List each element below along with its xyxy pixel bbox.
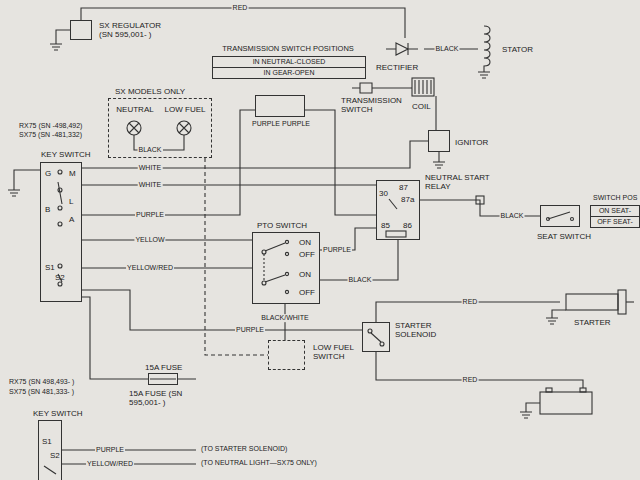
wire-color-label: BLACK/WHITE (260, 314, 309, 322)
table-cell: IN GEAR-OPEN (213, 67, 365, 78)
terminal-label: 86 (403, 221, 412, 230)
key-switch: KEY SWITCHGMBLAS1S2 (40, 162, 82, 302)
wire (305, 110, 376, 215)
terminal-label: S2 (50, 451, 60, 460)
wire-color-label: BLACK (138, 146, 163, 154)
transmission-switch: TRANSMISSION SWITCH (255, 95, 305, 117)
table-cell: ON SEAT- (591, 206, 639, 216)
terminal-label: 85 (381, 221, 390, 230)
component-name: TRANSMISSION SWITCH (341, 96, 405, 114)
stator-coil: STATOR (470, 25, 498, 75)
note-text: RX75 (SN 498,493- ) (8, 378, 75, 386)
wire-color-label: PURPLE (322, 246, 352, 254)
component-name: SX REGULATOR (SN 595,001- ) (99, 21, 173, 39)
component-name: STARTER (574, 318, 611, 327)
component-name: NEUTRAL (113, 105, 157, 114)
note-text: (TO STARTER SOLENOID) (200, 445, 288, 453)
position-table: SWITCH POSON SEAT-OFF SEAT- (590, 205, 640, 228)
terminal-label: S2 (55, 273, 65, 282)
note-text: SX75 (SN 481,333- ) (8, 388, 75, 396)
wire-color-label: RED (462, 298, 479, 306)
terminal-label: S1 (42, 437, 52, 446)
component-name: RECTIFIER (376, 63, 418, 72)
terminal-label: 87a (401, 195, 414, 204)
note-text: RX75 (SN -498,492) (18, 122, 83, 130)
wire-color-label: PURPLE (135, 211, 165, 219)
component-name: LOW FUEL SWITCH (313, 343, 357, 361)
wire-color-label: PURPLE (281, 120, 311, 128)
wire-color-label: BLACK (500, 212, 525, 220)
wire-color-label: RED (462, 376, 479, 384)
terminal-label: ON (299, 238, 311, 247)
wire (320, 240, 398, 280)
ignitor-module: IGNITOR (428, 130, 450, 152)
component-name: LOW FUEL (163, 105, 207, 114)
component-name: NEUTRAL START RELAY (425, 173, 497, 191)
wire-color-label: WHITE (138, 164, 163, 172)
wire (82, 239, 252, 240)
component-name: KEY SWITCH (41, 150, 91, 159)
terminal-label: M (69, 169, 76, 178)
terminal-label: S1 (45, 263, 55, 272)
wire-color-label: BLACK (435, 45, 460, 53)
note-text: SX75 (SN -481,332) (18, 131, 83, 139)
neutral-lamp: NEUTRAL (113, 105, 157, 145)
wire (284, 304, 285, 340)
terminal-label: 30 (379, 189, 388, 198)
terminal-label: 15A FUSE (SN 595,001- ) (129, 389, 201, 407)
wire (82, 141, 428, 168)
pto-switch: PTO SWITCHONOFFONOFF (252, 232, 320, 304)
component-name: 15A FUSE (145, 363, 182, 372)
terminal-label: 87 (399, 183, 408, 192)
rectifier-symbol: RECTIFIER (380, 38, 424, 60)
starter-solenoid: STARTER SOLENOID (362, 322, 390, 352)
terminal-label: G (45, 169, 51, 178)
seat-switch: SEAT SWITCH (540, 205, 580, 227)
component-name: SX MODELS ONLY (115, 87, 185, 96)
wire (82, 184, 376, 185)
key-switch: KEY SWITCHS1S2 (38, 420, 62, 480)
component-name: PTO SWITCH (257, 221, 307, 230)
wire-color-label: YELLOW/RED (86, 460, 134, 468)
terminal-label: A (69, 215, 74, 224)
neutral-start-relay: NEUTRAL START RELAY8787a308586 (376, 180, 420, 240)
position-table: TRANSMISSION SWITCH POSITIONSIN NEUTRAL-… (212, 56, 366, 79)
component-name: STARTER SOLENOID (395, 321, 457, 339)
wire-color-label: WHITE (138, 181, 163, 189)
terminal-label: B (45, 205, 50, 214)
component-name: COIL (412, 102, 431, 111)
wire (82, 290, 362, 330)
component-name: SEAT SWITCH (537, 232, 591, 241)
low-fuel-lamp: LOW FUEL (163, 105, 207, 145)
table-cell: OFF SEAT- (591, 216, 639, 227)
terminal-label: L (69, 197, 73, 206)
wire (205, 158, 268, 355)
ignition-coil: COIL (408, 75, 438, 100)
component-name: IGNITOR (455, 138, 488, 147)
component-name: SWITCH POS (593, 194, 637, 202)
terminal-label: OFF (299, 288, 315, 297)
wire-color-label: BLACK (348, 276, 373, 284)
terminal-label: OFF (299, 250, 315, 259)
wire-color-label: PURPLE (251, 120, 281, 128)
note-text: (TO NEUTRAL LIGHT—SX75 ONLY) (200, 459, 318, 467)
component-name: TRANSMISSION SWITCH POSITIONS (213, 45, 363, 54)
regulator-box: SX REGULATOR (SN 595,001- ) (70, 20, 92, 40)
terminal-label: ON (299, 270, 311, 279)
wire-color-label: YELLOW/RED (126, 264, 174, 272)
table-cell: IN NEUTRAL-CLOSED (213, 57, 365, 67)
wire-color-label: YELLOW (134, 236, 165, 244)
component-name: STATOR (502, 45, 533, 54)
component-name: KEY SWITCH (33, 409, 83, 418)
wire-color-label: PURPLE (235, 326, 265, 334)
low-fuel-switch: LOW FUEL SWITCH (268, 340, 305, 370)
wire-color-label: RED (232, 4, 249, 12)
fuse-symbol: 15A FUSE15A FUSE (SN 595,001- ) (148, 373, 178, 385)
starter-motor: STARTER (560, 290, 630, 314)
wire-color-label: PURPLE (95, 446, 125, 454)
